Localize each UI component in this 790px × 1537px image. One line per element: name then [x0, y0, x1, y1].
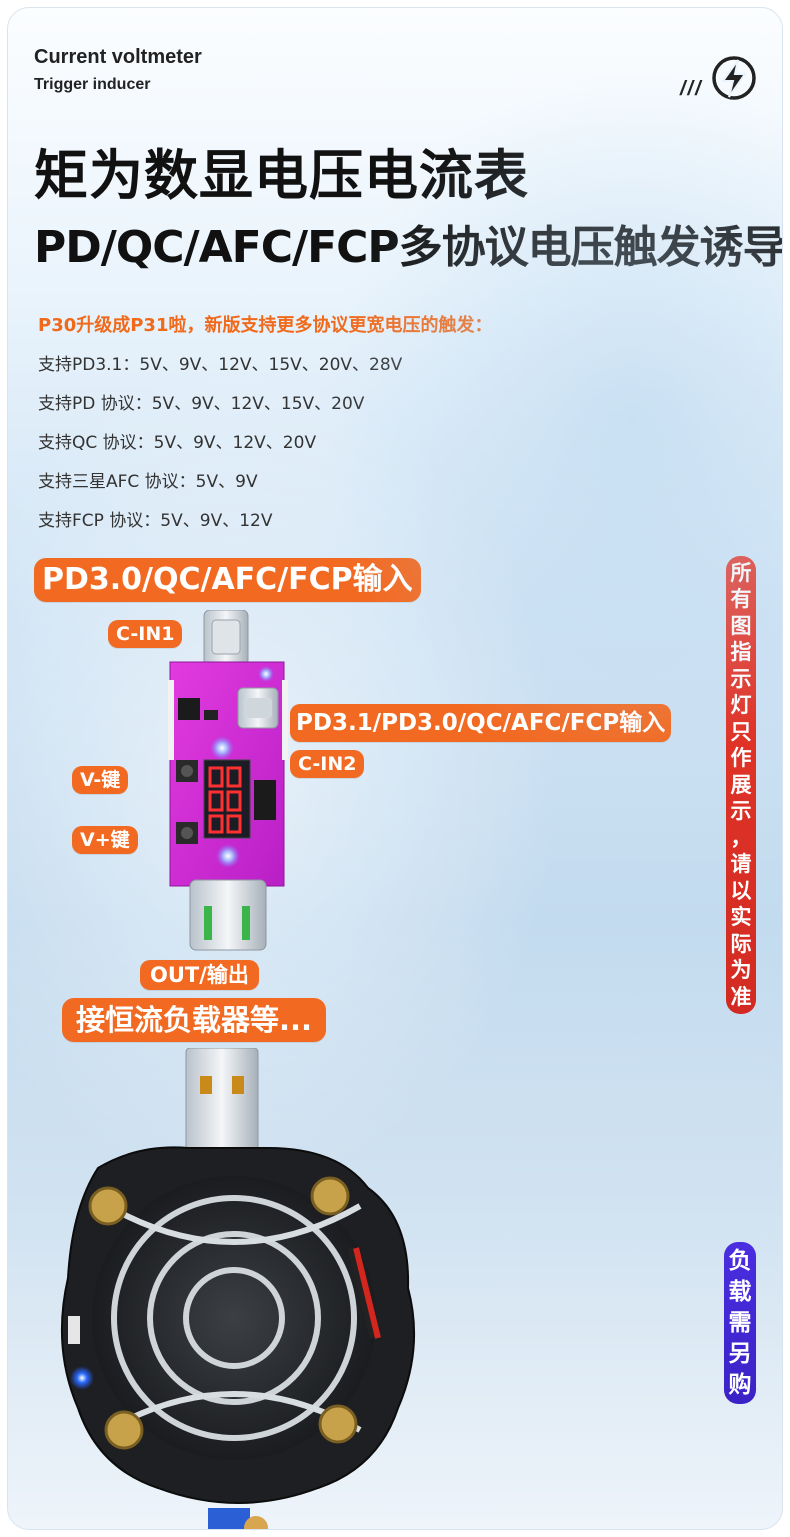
v-minus-label: V-键 — [72, 766, 129, 794]
spec-fcp: 支持FCP 协议：5V、9V、12V — [38, 511, 273, 531]
spec-afc: 支持三星AFC 协议：5V、9V — [38, 472, 258, 492]
output-label: OUT/输出 — [140, 960, 259, 990]
c-in1-label: C-IN1 — [108, 620, 183, 648]
upgrade-note: P30升级成P31啦，新版支持更多协议更宽电压的触发： — [38, 315, 493, 336]
c-in2-label: C-IN2 — [290, 750, 365, 778]
main-title: 矩为数显电压电流表 — [34, 144, 529, 207]
load-sold-separately-note: 负载需另购 — [724, 1242, 756, 1404]
load-label: 接恒流负载器等... — [62, 998, 327, 1042]
spec-pd: 支持PD 协议：5V、9V、12V、15V、20V — [38, 394, 365, 414]
decorative-slashes: /// — [680, 78, 703, 100]
indicator-disclaimer: 所有图指示灯只作展示，请以实际为准 — [726, 556, 756, 1014]
product-card: Current voltmeter Trigger inducer /// 矩为… — [7, 7, 783, 1530]
lightning-bolt-icon — [710, 54, 758, 102]
main-subtitle: PD/QC/AFC/FCP多协议电压触发诱导器 — [34, 222, 783, 273]
input-pd31-label: PD3.1/PD3.0/QC/AFC/FCP输入 — [290, 704, 672, 742]
english-subtitle: Trigger inducer — [34, 76, 151, 93]
input-main-label: PD3.0/QC/AFC/FCP输入 — [34, 558, 421, 602]
spec-qc: 支持QC 协议：5V、9V、12V、20V — [38, 433, 317, 453]
english-title: Current voltmeter — [34, 46, 202, 68]
v-plus-label: V+键 — [72, 826, 138, 854]
trigger-board-image — [158, 609, 298, 952]
constant-current-load-image — [38, 1047, 438, 1529]
spec-pd31: 支持PD3.1：5V、9V、12V、15V、20V、28V — [38, 355, 403, 375]
